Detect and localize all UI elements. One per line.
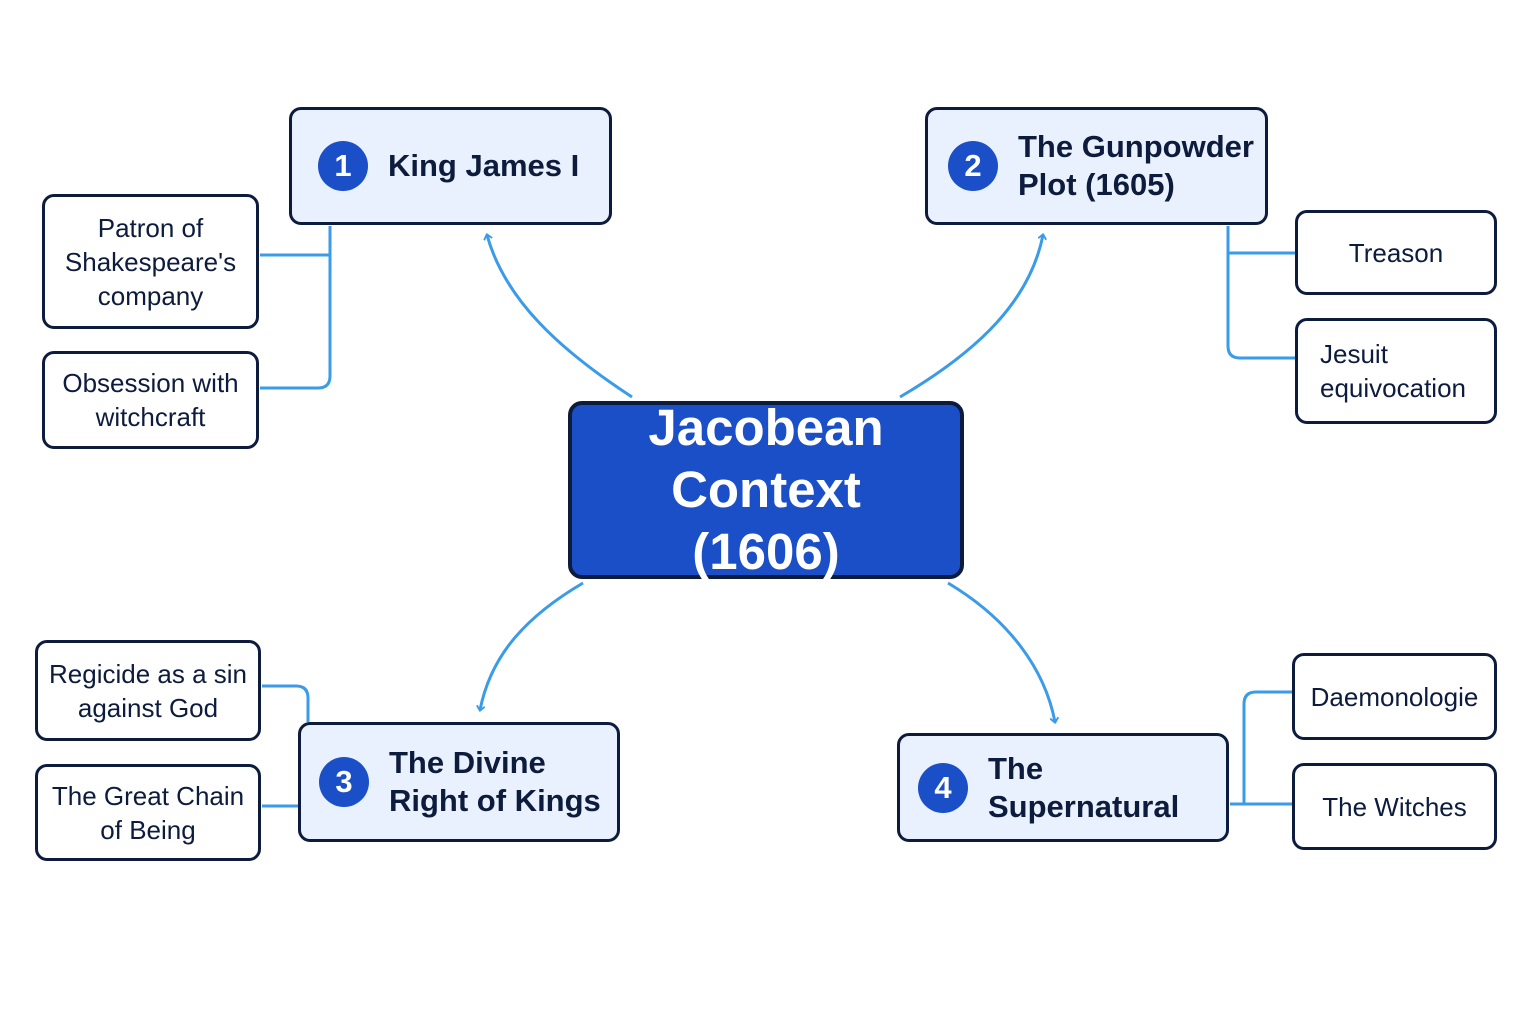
central-node-label: Jacobean Context (1606) xyxy=(648,399,884,580)
topic-label: The Supernatural xyxy=(988,750,1180,824)
bracket-gunpowder-plot xyxy=(1226,226,1296,360)
detail-jesuit-equivocation[interactable]: Jesuit equivocation xyxy=(1295,318,1497,424)
topic-number-badge: 2 xyxy=(948,141,998,191)
detail-label: Daemonologie xyxy=(1310,681,1479,712)
detail-the-witches[interactable]: The Witches xyxy=(1292,763,1497,850)
detail-patron[interactable]: Patron of Shakespeare's company xyxy=(42,194,259,329)
arrow-to-supernatural xyxy=(947,581,1055,722)
bracket-divine-right xyxy=(262,684,310,808)
detail-label: Treason xyxy=(1348,237,1444,268)
topic-label: The Gunpowder Plot (1605) xyxy=(1018,129,1254,202)
central-node[interactable]: Jacobean Context (1606) xyxy=(568,399,964,580)
detail-daemonologie[interactable]: Daemonologie xyxy=(1292,653,1497,740)
topic-supernatural[interactable]: 4 The Supernatural xyxy=(897,733,1229,842)
bracket-supernatural xyxy=(1230,690,1294,806)
detail-label: Patron of Shakespeare's company xyxy=(64,212,237,311)
topic-label: The Divine Right of Kings xyxy=(389,745,601,818)
detail-label: The Great Chain of Being xyxy=(51,780,245,845)
topic-number-badge: 4 xyxy=(918,762,968,813)
detail-great-chain[interactable]: The Great Chain of Being xyxy=(35,764,261,861)
arrow-to-gunpowder-plot xyxy=(899,235,1043,399)
detail-label: Jesuit equivocation xyxy=(1320,339,1466,403)
arrow-to-king-james xyxy=(487,235,633,399)
topic-number-badge: 1 xyxy=(318,141,368,191)
detail-label: The Witches xyxy=(1322,791,1467,822)
detail-label: Regicide as a sin against God xyxy=(49,658,247,723)
topic-gunpowder-plot[interactable]: 2 The Gunpowder Plot (1605) xyxy=(925,107,1268,225)
topic-label: King James I xyxy=(388,148,580,183)
detail-witchcraft-obsession[interactable]: Obsession with witchcraft xyxy=(42,351,259,449)
topic-number-badge: 3 xyxy=(319,757,369,807)
detail-regicide[interactable]: Regicide as a sin against God xyxy=(35,640,261,741)
detail-treason[interactable]: Treason xyxy=(1295,210,1497,295)
topic-king-james[interactable]: 1 King James I xyxy=(289,107,612,225)
detail-label: Obsession with witchcraft xyxy=(62,368,239,432)
arrow-to-divine-right xyxy=(480,581,584,710)
bracket-king-james xyxy=(260,226,332,390)
topic-divine-right[interactable]: 3 The Divine Right of Kings xyxy=(298,722,620,842)
